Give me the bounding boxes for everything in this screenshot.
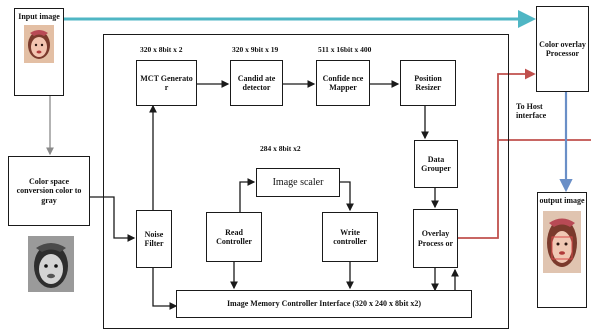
arrow-scaler-to-write (340, 181, 354, 212)
confidence-mapper-box: Confide nce Mapper (316, 60, 370, 106)
read-controller-label: Read Controller (216, 227, 252, 246)
input-image-label: Input image (18, 12, 60, 21)
color-space-conversion-box: Color space conversion color to gray (8, 156, 90, 226)
mct-generator-box: MCT Generato r (136, 60, 197, 106)
input-face-image (24, 25, 54, 64)
candidate-detector-label: Candid ate detector (237, 73, 276, 92)
write-controller-box: Write controller (322, 212, 378, 262)
overlay-processor-box: Overlay Process or (413, 209, 458, 268)
processing-frame (103, 34, 509, 329)
color-overlay-processor-label: Color overlay Processor (539, 39, 586, 58)
read-controller-box: Read Controller (206, 212, 262, 262)
output-image-label: output image (539, 196, 585, 205)
position-resizer-label: Position Resizer (414, 73, 442, 92)
write-controller-label: Write controller (333, 227, 367, 246)
image-scaler-box: Image scaler (256, 168, 340, 197)
noise-filter-label: Noise Filter (144, 229, 164, 248)
input-image-box: Input image (14, 8, 64, 96)
scaler-size-note: 284 x 8bit x2 (260, 144, 301, 153)
mct-size-note: 320 x 8bit x 2 (140, 45, 183, 54)
memory-interface-box: Image Memory Controller Interface (320 x… (176, 290, 472, 318)
candidate-size-note: 320 x 9bit x 19 (232, 45, 279, 54)
gray-face-image (28, 236, 74, 292)
output-image-box: output image (537, 192, 587, 308)
overlay-processor-label: Overlay Process or (417, 229, 454, 248)
candidate-detector-box: Candid ate detector (230, 60, 283, 106)
color-space-label: Color space conversion color to gray (16, 177, 82, 205)
memory-interface-label: Image Memory Controller Interface (320 x… (226, 299, 422, 309)
data-grouper-label: Data Grouper (421, 154, 451, 173)
noise-filter-box: Noise Filter (136, 210, 172, 268)
confidence-size-note: 511 x 16bit x 400 (318, 45, 372, 54)
mct-generator-label: MCT Generato r (140, 73, 193, 92)
arrow-noise-to-memory (152, 268, 178, 310)
data-grouper-box: Data Grouper (414, 140, 458, 188)
arrow-read-to-scaler (239, 178, 256, 212)
output-face-image (543, 211, 581, 274)
host-interface-note: To Host interface (516, 102, 547, 121)
position-resizer-box: Position Resizer (400, 60, 456, 106)
arrow-overlay-to-color-processor (458, 68, 536, 239)
arrow-colorspace-to-noise (90, 196, 136, 242)
confidence-mapper-label: Confide nce Mapper (322, 73, 364, 92)
color-overlay-processor-box: Color overlay Processor (536, 6, 589, 92)
image-scaler-label: Image scaler (272, 176, 324, 188)
